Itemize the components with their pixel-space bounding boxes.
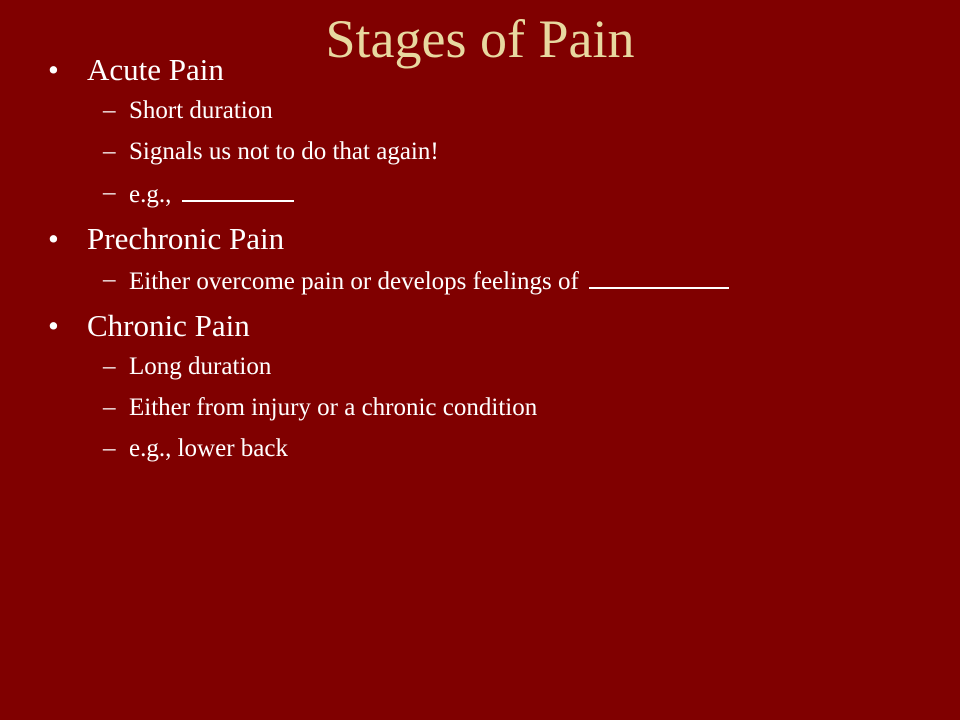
sub-bullet-list: – Short duration – Signals us not to do …	[48, 96, 928, 210]
sub-bullet-text: Short duration	[129, 97, 273, 124]
sub-bullet-text: Long duration	[129, 353, 272, 380]
fill-in-blank	[181, 178, 294, 202]
sub-bullet-text: e.g., lower back	[129, 435, 288, 462]
section-chronic-pain: • Chronic Pain – Long duration – Either …	[48, 308, 928, 464]
dash-icon: –	[103, 394, 116, 421]
heading-text: Chronic Pain	[87, 308, 250, 343]
dash-icon: –	[103, 138, 116, 165]
bullet-heading: • Prechronic Pain	[48, 221, 928, 257]
section-acute-pain: • Acute Pain – Short duration – Signals …	[48, 52, 928, 210]
dash-icon: –	[103, 266, 116, 293]
sub-bullet-text: Signals us not to do that again!	[129, 138, 439, 165]
dash-icon: –	[103, 179, 116, 206]
fill-in-blank	[589, 265, 730, 289]
bullet-icon: •	[48, 52, 59, 87]
heading-text: Acute Pain	[87, 52, 224, 87]
section-prechronic-pain: • Prechronic Pain – Either overcome pain…	[48, 221, 928, 297]
sub-bullet-text: Either from injury or a chronic conditio…	[129, 394, 538, 421]
sub-bullet-item: – Either overcome pain or develops feeli…	[48, 265, 928, 297]
slide-content: • Acute Pain – Short duration – Signals …	[48, 52, 928, 475]
sub-bullet-list: – Long duration – Either from injury or …	[48, 352, 928, 464]
sub-bullet-item: – Signals us not to do that again!	[48, 137, 928, 167]
sub-bullet-text: Either overcome pain or develops feeling…	[129, 268, 579, 295]
bullet-heading: • Acute Pain	[48, 52, 928, 88]
sub-bullet-item: – e.g.,	[48, 178, 928, 210]
sub-bullet-text: e.g.,	[129, 181, 172, 208]
sub-bullet-item: – e.g., lower back	[48, 434, 928, 464]
slide-title: Stages of Pain	[325, 9, 635, 69]
dash-icon: –	[103, 353, 116, 380]
sub-bullet-item: – Long duration	[48, 352, 928, 382]
bullet-heading: • Chronic Pain	[48, 308, 928, 344]
sub-bullet-item: – Short duration	[48, 96, 928, 126]
bullet-icon: •	[48, 308, 59, 343]
dash-icon: –	[103, 97, 116, 124]
dash-icon: –	[103, 435, 116, 462]
sub-bullet-item: – Either from injury or a chronic condit…	[48, 393, 928, 423]
bullet-icon: •	[48, 221, 59, 256]
heading-text: Prechronic Pain	[87, 221, 285, 256]
sub-bullet-list: – Either overcome pain or develops feeli…	[48, 265, 928, 297]
